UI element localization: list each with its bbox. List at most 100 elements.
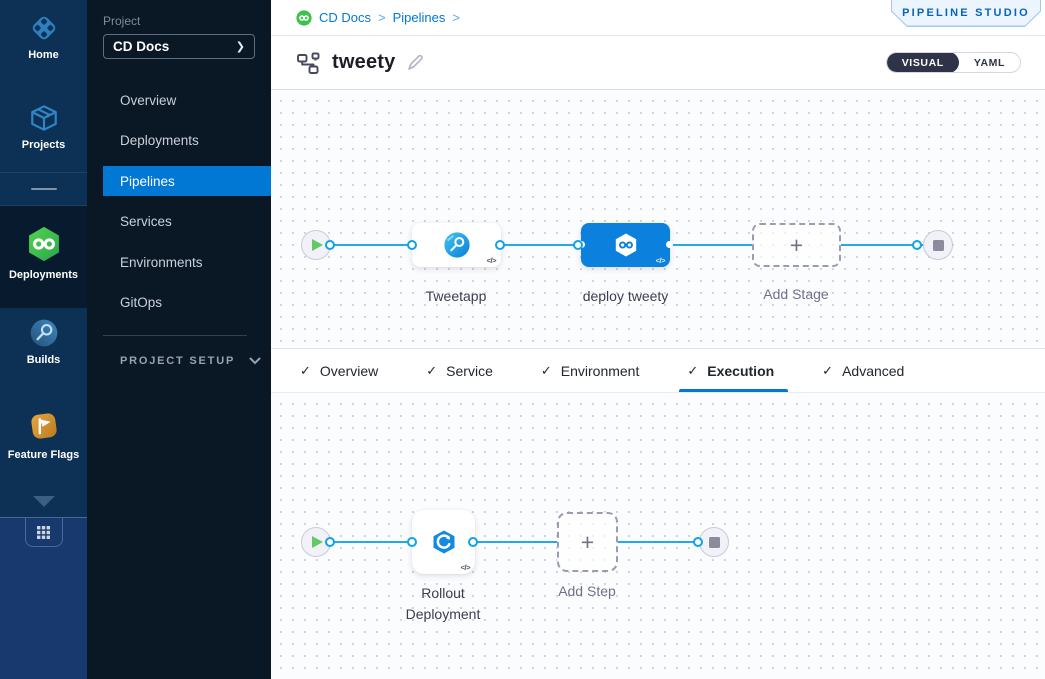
- pipeline-start-node[interactable]: [301, 230, 331, 260]
- project-label: Project: [103, 14, 141, 28]
- rail-item-label: Home: [28, 49, 59, 61]
- tab-environment[interactable]: ✓ Environment: [540, 362, 640, 379]
- rail-item-deployments[interactable]: Deployments: [0, 224, 87, 281]
- chevron-right-icon: ❯: [235, 41, 245, 53]
- sidebar-divider: [103, 335, 247, 336]
- breadcrumb-pipelines-link[interactable]: Pipelines: [392, 10, 446, 25]
- code-icon[interactable]: </>: [486, 256, 497, 265]
- step-label-rollout-deployment: Rollout Deployment: [405, 585, 481, 622]
- feature-flags-icon: [26, 408, 62, 444]
- check-icon: ✓: [822, 362, 834, 378]
- tab-advanced[interactable]: ✓ Advanced: [822, 362, 905, 379]
- stage-canvas[interactable]: </> </> + Tweetapp deploy twe: [271, 90, 1045, 348]
- toggle-yaml[interactable]: YAML: [973, 56, 1005, 69]
- breadcrumb-separator: >: [378, 10, 386, 25]
- add-stage-label: Add Stage: [763, 286, 829, 302]
- pipeline-title-bar: tweety VISUAL YAML: [271, 36, 1045, 90]
- add-step-label: Add Step: [558, 583, 616, 599]
- code-icon[interactable]: </>: [655, 256, 666, 265]
- link-port[interactable]: [912, 240, 922, 250]
- stop-icon: [932, 239, 944, 251]
- link-port[interactable]: [407, 240, 417, 250]
- step-node-rollout-deployment[interactable]: </>: [412, 510, 475, 574]
- breadcrumb-project-link[interactable]: CD Docs: [319, 10, 372, 25]
- sidebar-item-gitops[interactable]: GitOps: [120, 295, 163, 311]
- stop-icon: [708, 536, 720, 548]
- rail-collapse-caret[interactable]: [0, 496, 87, 507]
- edit-pencil-icon[interactable]: [406, 53, 425, 72]
- rail-item-feature-flags[interactable]: Feature Flags: [0, 408, 87, 461]
- link-port[interactable]: [468, 537, 478, 547]
- deployments-icon: [24, 224, 64, 264]
- sidebar-item-environments[interactable]: Environments: [120, 254, 203, 270]
- visual-yaml-toggle: VISUAL YAML: [885, 52, 1021, 73]
- sidebar-nav: Overview Deployments Pipelines Services …: [87, 80, 271, 323]
- rail-item-label: Deployments: [8, 269, 79, 281]
- project-sidebar: Project CD Docs ❯ Overview Deployments P…: [87, 0, 271, 679]
- tab-service[interactable]: ✓ Service: [426, 362, 493, 379]
- connector-line: [618, 541, 714, 543]
- rail-bottom-zone: [0, 517, 87, 679]
- add-stage-button[interactable]: +: [752, 223, 841, 267]
- link-port[interactable]: [573, 240, 583, 250]
- connector-line: [670, 244, 752, 246]
- rail-item-label: Builds: [26, 354, 61, 366]
- link-port[interactable]: [693, 537, 703, 547]
- link-port[interactable]: [495, 240, 505, 250]
- execution-canvas[interactable]: </> + Rollout Deployment Add Step: [271, 393, 1045, 679]
- sidebar-item-pipelines[interactable]: Pipelines: [103, 166, 271, 196]
- pipeline-studio-badge: PIPELINE STUDIO: [891, 0, 1041, 27]
- pipeline-graph-icon: [295, 50, 321, 76]
- add-step-button[interactable]: +: [557, 512, 618, 572]
- link-port[interactable]: [325, 240, 335, 250]
- divider-dash: [30, 187, 57, 191]
- grid-icon: [36, 525, 51, 540]
- chevron-down-icon: [249, 357, 261, 365]
- cd-module-icon: [296, 9, 312, 26]
- rail-item-projects[interactable]: Projects: [0, 102, 87, 151]
- stage-config-tabs: ✓ Overview ✓ Service ✓ Environment ✓ Exe…: [271, 348, 1045, 393]
- rail-item-label: Projects: [21, 139, 66, 151]
- pipeline-title: tweety: [332, 51, 396, 73]
- sidebar-item-deployments[interactable]: Deployments: [120, 133, 199, 149]
- module-rail: Home Projects Deployments: [0, 0, 87, 679]
- sidebar-item-overview[interactable]: Overview: [120, 92, 177, 108]
- connector-line: [501, 244, 581, 246]
- execution-end-node[interactable]: [699, 527, 729, 557]
- plus-icon: +: [580, 528, 595, 555]
- sidebar-item-services[interactable]: Services: [120, 214, 172, 230]
- plus-icon: +: [789, 231, 804, 258]
- main-area: CD Docs > Pipelines > PIPELINE STUDIO tw…: [271, 0, 1045, 679]
- link-port[interactable]: [325, 537, 335, 547]
- rail-item-home[interactable]: Home: [0, 12, 87, 61]
- connector-line: [316, 541, 412, 543]
- check-icon: ✓: [426, 362, 438, 378]
- check-icon: ✓: [300, 362, 311, 378]
- project-selector[interactable]: CD Docs ❯: [103, 34, 255, 59]
- rail-item-label: Feature Flags: [7, 449, 80, 461]
- builds-icon: [28, 317, 60, 349]
- play-icon: [312, 536, 323, 548]
- breadcrumb-separator: >: [452, 10, 460, 25]
- connector-line: [475, 541, 557, 543]
- stage-label-deploy-tweety: deploy tweety: [582, 288, 669, 304]
- stage-node-deploy-tweety[interactable]: </>: [578, 223, 673, 267]
- code-icon[interactable]: </>: [460, 563, 471, 572]
- project-setup-toggle[interactable]: PROJECT SETUP: [87, 355, 271, 367]
- check-icon: ✓: [540, 362, 552, 378]
- tab-overview[interactable]: ✓ Overview: [300, 362, 379, 379]
- tab-execution[interactable]: ✓ Execution: [679, 349, 788, 392]
- module-grid-button[interactable]: [24, 518, 63, 547]
- toggle-visual[interactable]: VISUAL: [886, 53, 959, 72]
- stage-node-tweetapp[interactable]: </>: [412, 223, 501, 267]
- rail-item-builds[interactable]: Builds: [0, 317, 87, 366]
- pipeline-studio-badge-label: PIPELINE STUDIO: [892, 0, 1040, 26]
- projects-icon: [28, 102, 60, 134]
- stage-label-tweetapp: Tweetapp: [425, 288, 487, 304]
- cd-stage-icon: [613, 232, 639, 258]
- link-port[interactable]: [407, 537, 417, 547]
- connector-line: [316, 244, 412, 246]
- project-selector-value: CD Docs: [113, 39, 170, 54]
- check-icon: ✓: [687, 362, 699, 378]
- pipeline-end-node[interactable]: [923, 230, 953, 260]
